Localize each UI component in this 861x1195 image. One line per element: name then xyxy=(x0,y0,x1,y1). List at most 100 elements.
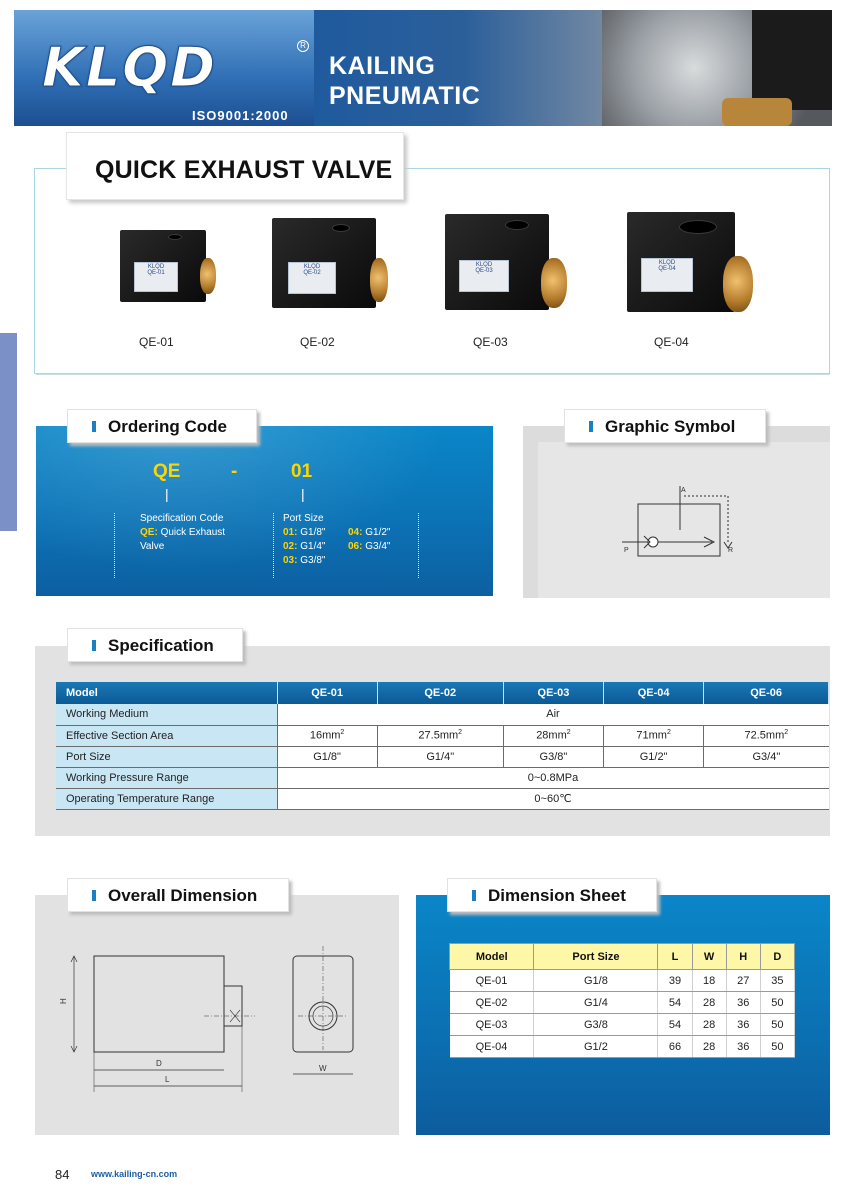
spec-header-cell: Model xyxy=(56,682,278,704)
spec-header-cell: QE-06 xyxy=(703,682,829,704)
area-unit-sup: 2 xyxy=(566,729,571,737)
area-unit-sup: 2 xyxy=(340,729,345,737)
ds-cell: 27 xyxy=(726,969,761,992)
ordering-code-tab: Ordering Code xyxy=(67,409,257,443)
spec-cell: 72.5mm2 xyxy=(703,725,829,747)
spec-header-cell: QE-04 xyxy=(603,682,705,704)
ds-header-row: Model Port Size L W H D xyxy=(448,943,796,970)
dim-h-arrow-top xyxy=(70,955,78,963)
dimension-sheet-table: Model Port Size L W H D QE-01 G1/8 39 18… xyxy=(448,943,796,1058)
valve-port-hole xyxy=(505,220,529,230)
dimension-sheet-title: Dimension Sheet xyxy=(488,886,626,905)
website-link[interactable]: www.kailing-cn.com xyxy=(91,1169,178,1179)
table-row: QE-04 G1/2 66 28 36 50 xyxy=(449,1035,796,1058)
brass-fitting xyxy=(200,258,216,294)
ds-cell: 28 xyxy=(692,1035,727,1058)
spec-code-value-1: Quick Exhaust xyxy=(160,527,226,538)
tab-marker xyxy=(92,640,96,651)
graphic-symbol-title: Graphic Symbol xyxy=(605,417,736,436)
overall-dimension-drawing: H D L W xyxy=(59,946,354,1092)
spec-row-label: Working Pressure Range xyxy=(56,767,278,789)
table-row: QE-01 G1/8 39 18 27 35 xyxy=(449,969,796,992)
area-unit-sup: 2 xyxy=(784,729,789,737)
port-key: 01: xyxy=(283,527,298,538)
port-key: 04: xyxy=(348,527,363,538)
port-option: 06: G3/4" xyxy=(348,540,390,554)
ds-cell: 36 xyxy=(726,1013,761,1036)
area-value: 71mm xyxy=(636,729,667,742)
ordering-code-title: Ordering Code xyxy=(108,417,228,436)
spec-code-key: QE: xyxy=(140,527,158,538)
symbol-check-ball xyxy=(647,536,659,548)
port-size-label: Port Size xyxy=(283,513,324,524)
order-prefix: QE xyxy=(153,461,181,482)
symbol-label-p: P xyxy=(624,547,629,554)
ds-header-cell: D xyxy=(759,943,796,970)
port-option: 03: G3/8" xyxy=(283,554,325,568)
spec-row-temperature: Operating Temperature Range 0~60℃ xyxy=(56,788,829,810)
tab-marker xyxy=(472,890,476,901)
graphic-symbol-tab: Graphic Symbol xyxy=(564,409,766,443)
spec-header-row: Model QE-01 QE-02 QE-03 QE-04 QE-06 xyxy=(56,682,829,704)
ds-header-cell: L xyxy=(657,943,693,970)
brand-line-1: KAILING xyxy=(329,52,436,80)
banner-sky xyxy=(14,10,314,126)
ds-cell: 50 xyxy=(760,1035,796,1058)
ds-cell: 28 xyxy=(692,1013,727,1036)
spec-cell: 0~60℃ xyxy=(277,788,829,810)
valve-port-hole xyxy=(332,224,350,232)
header-banner: KLQD R ISO9001:2000 KAILING PNEUMATIC xyxy=(14,10,832,126)
port-value: G1/8" xyxy=(300,527,326,538)
area-unit-sup: 2 xyxy=(458,729,463,737)
spec-cell: G3/4" xyxy=(703,746,829,768)
dimension-sheet-tab: Dimension Sheet xyxy=(447,878,657,912)
product-name: QE-04 xyxy=(654,335,689,349)
ds-cell: QE-03 xyxy=(449,1013,535,1036)
port-option: 04: G1/2" xyxy=(348,526,390,540)
ds-cell: 36 xyxy=(726,1035,761,1058)
company-logo: KLQD xyxy=(42,36,217,100)
spec-row-label: Working Medium xyxy=(56,704,278,726)
spec-header-cell: QE-02 xyxy=(377,682,504,704)
ds-cell: QE-04 xyxy=(449,1035,535,1058)
area-value: 27.5mm xyxy=(418,729,459,742)
ds-cell: QE-01 xyxy=(449,969,535,992)
symbol-arrow xyxy=(703,536,716,548)
symbol-body xyxy=(637,503,721,557)
symbol-pilot-line xyxy=(684,495,729,542)
brand-line-2: PNEUMATIC xyxy=(329,82,481,110)
table-row: QE-03 G3/8 54 28 36 50 xyxy=(449,1013,796,1036)
spec-cell: G3/8" xyxy=(503,746,605,768)
ds-header-cell: H xyxy=(725,943,761,970)
title-tab: QUICK EXHAUST VALVE xyxy=(66,132,404,200)
overall-dimension-panel xyxy=(35,895,399,1135)
ds-header-cell: Port Size xyxy=(533,943,659,970)
order-connector: | xyxy=(165,486,169,502)
ds-cell: G3/8 xyxy=(533,1013,659,1036)
spec-code-label: Specification Code xyxy=(140,513,224,524)
table-row: QE-02 G1/4 54 28 36 50 xyxy=(449,991,796,1014)
overall-dimension-title: Overall Dimension xyxy=(108,886,258,905)
order-divider xyxy=(114,513,115,578)
spec-row-section-area: Effective Section Area 16mm2 27.5mm2 28m… xyxy=(56,725,829,747)
order-connector: | xyxy=(301,486,305,502)
symbol-exhaust xyxy=(723,541,733,549)
ds-cell: G1/8 xyxy=(533,969,659,992)
port-value: G1/2" xyxy=(365,527,391,538)
spec-cell: 28mm2 xyxy=(503,725,605,747)
brass-fitting xyxy=(723,256,753,312)
ordering-code-panel xyxy=(36,426,493,596)
area-value: 72.5mm xyxy=(744,729,785,742)
area-value: 28mm xyxy=(536,729,567,742)
area-value: 16mm xyxy=(309,729,341,742)
spec-row-working-medium: Working Medium Air xyxy=(56,704,829,726)
port-key: 03: xyxy=(283,555,298,566)
ds-cell: 50 xyxy=(760,1013,796,1036)
ds-cell: 54 xyxy=(657,1013,693,1036)
order-divider xyxy=(273,513,274,578)
iso-certification: ISO9001:2000 xyxy=(192,108,289,123)
brass-fitting xyxy=(370,258,388,302)
page-number: 84 xyxy=(55,1167,70,1182)
spec-row-pressure: Working Pressure Range 0~0.8MPa xyxy=(56,767,829,789)
